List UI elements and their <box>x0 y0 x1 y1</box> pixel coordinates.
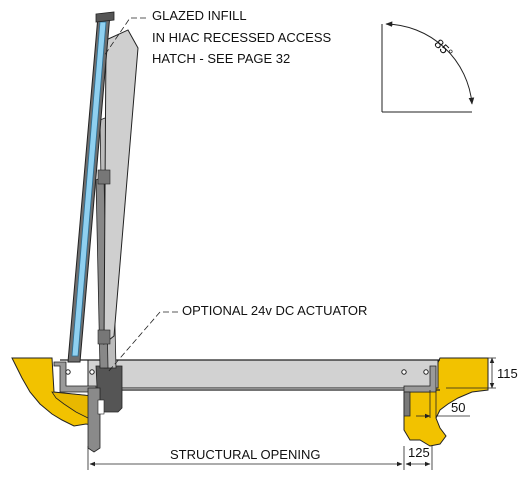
closed-lid-panel <box>87 359 439 389</box>
hinge-bracket <box>87 387 101 453</box>
lid-bracket-upper <box>97 169 111 185</box>
actuator-leader-line <box>107 311 178 373</box>
glazed-label-line3: HATCH - SEE PAGE 32 <box>152 51 291 66</box>
dim-50-label: 50 <box>451 400 466 415</box>
open-lid-panel <box>103 29 139 346</box>
glazed-label-line2: IN HIAC RECESSED ACCESS <box>152 30 332 45</box>
structural-opening-label: STRUCTURAL OPENING <box>170 447 321 462</box>
glazed-leader-line <box>103 17 146 57</box>
glazed-infill-glass <box>71 21 107 357</box>
actuator-label: OPTIONAL 24v DC ACTUATOR <box>182 303 368 318</box>
lid-bracket-lower <box>97 329 111 345</box>
right-frame-drop <box>403 391 411 417</box>
left-frame-profile <box>53 361 97 393</box>
fixing-left-2 <box>89 369 95 375</box>
fixing-left-1 <box>65 369 71 375</box>
dim-125-label: 125 <box>408 445 430 460</box>
dim-115-label: 115 <box>497 366 518 381</box>
hinge-plate <box>97 399 105 415</box>
glazed-infill-top-cap <box>95 11 115 23</box>
dim-bottom-lines <box>87 446 433 470</box>
angle-indicator <box>381 21 475 113</box>
fixing-right-1 <box>401 369 407 375</box>
fixing-right-2 <box>423 369 429 375</box>
dim-115-lines <box>446 357 496 389</box>
dim-50-lines <box>416 390 470 419</box>
glazed-label-line1: GLAZED INFILL <box>152 8 247 23</box>
